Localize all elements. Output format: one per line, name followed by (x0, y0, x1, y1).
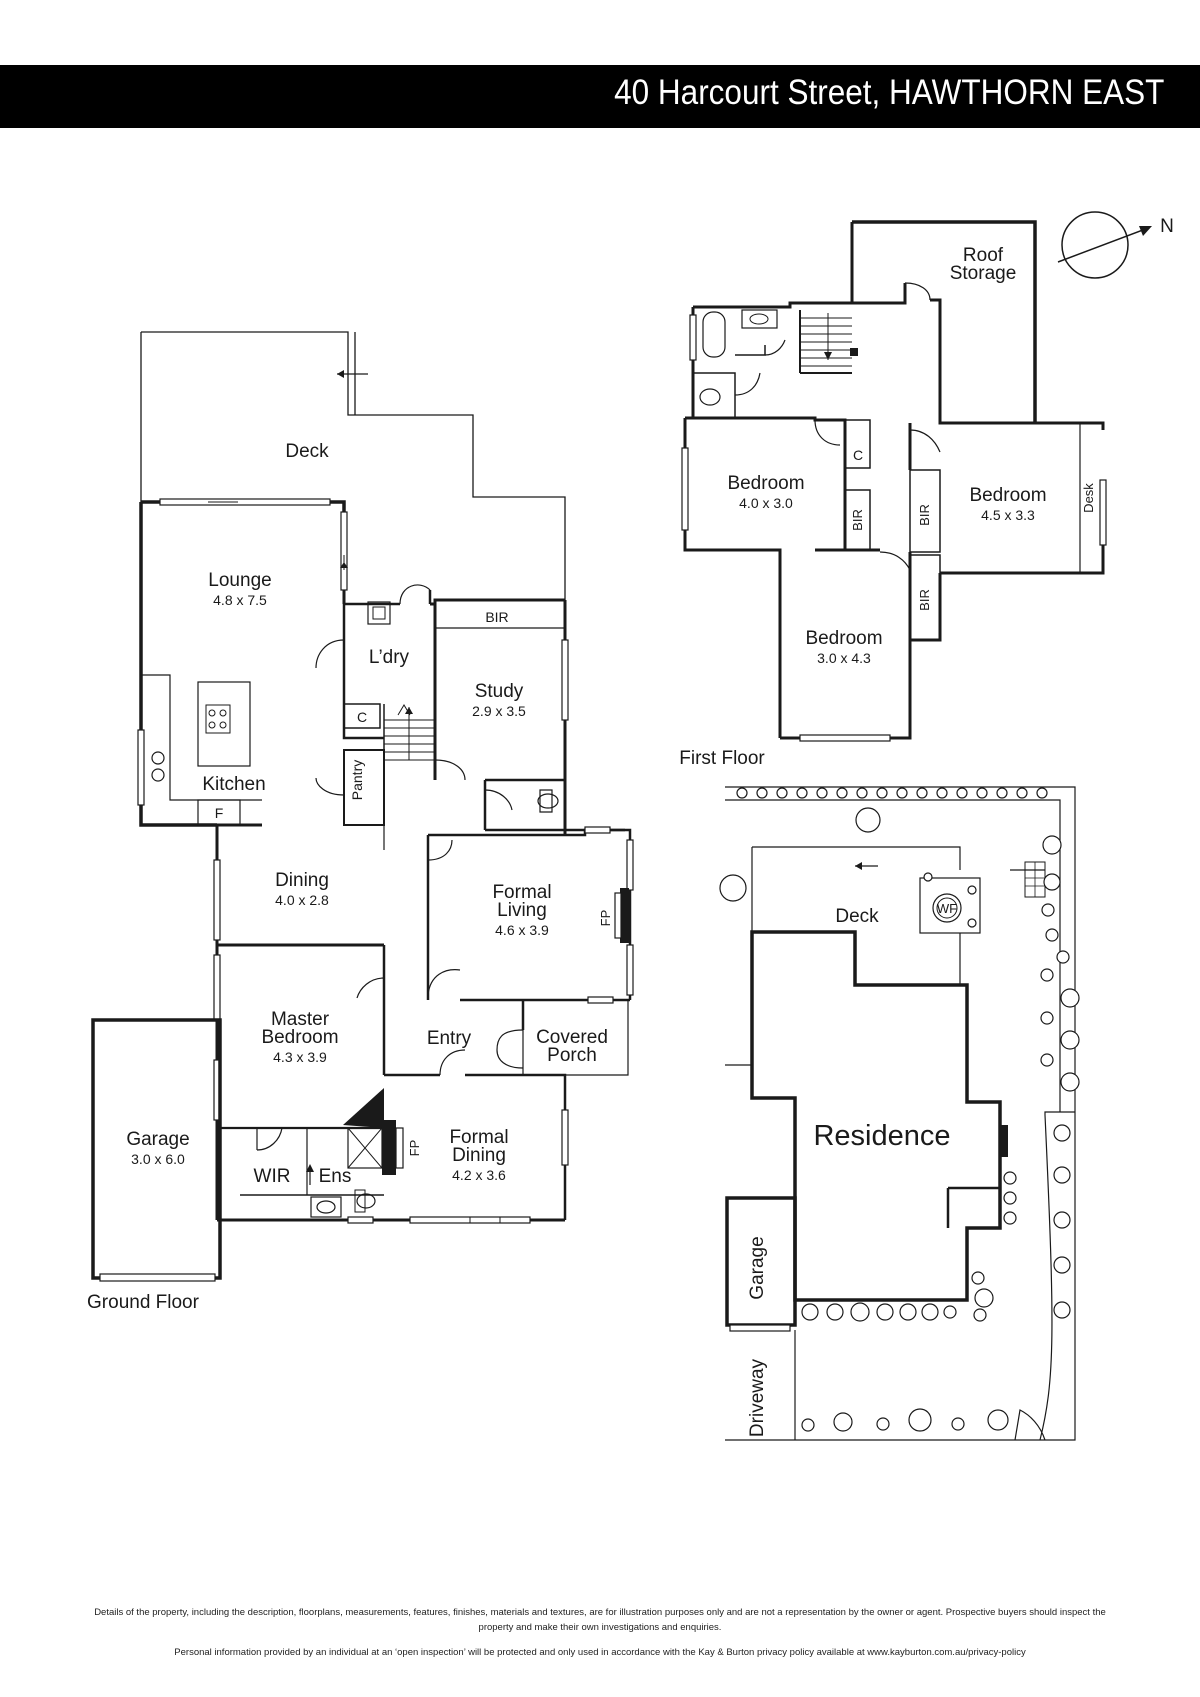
room-dims-formal-living: 4.6 x 3.9 (495, 922, 549, 938)
cupboard-label: C (357, 709, 367, 725)
room-dims-study: 2.9 x 3.5 (472, 703, 526, 719)
desk-label: Desk (1081, 483, 1096, 513)
ground-floor-title: Ground Floor (87, 1292, 200, 1313)
room-label-lounge: Lounge (208, 570, 271, 591)
room-dims-dining: 4.0 x 2.8 (275, 892, 329, 908)
room-dims-formal-dining: 4.2 x 3.6 (452, 1167, 506, 1183)
header-bar: 40 Harcourt Street, HAWTHORN EAST (0, 65, 1200, 128)
bir-label-3: BIR (917, 589, 932, 611)
room-label-master-1: Master (271, 1009, 330, 1030)
room-label-entry: Entry (427, 1028, 472, 1049)
bir-label-2: BIR (917, 504, 932, 526)
site-plan-labels: Deck WF Residence Garage Driveway (747, 901, 957, 1437)
compass-icon (1057, 211, 1152, 279)
room-dims-bedroom-c: 3.0 x 4.3 (817, 650, 871, 666)
room-dims-bedroom-b: 4.5 x 3.3 (981, 507, 1035, 523)
site-trees (719, 787, 1080, 1432)
first-floor-plan (681, 220, 1107, 742)
room-label-garage: Garage (126, 1129, 189, 1150)
room-label-roof-storage-1: Roof (963, 245, 1004, 266)
room-dims-bedroom-a: 4.0 x 3.0 (739, 495, 793, 511)
first-floor-title: First Floor (679, 748, 765, 769)
disclaimer-line-1: Details of the property, including the d… (94, 1607, 1106, 1618)
room-label-formal-living-2: Living (497, 900, 547, 921)
first-floor-labels: Roof Storage Bedroom 4.0 x 3.0 Bedroom 4… (679, 216, 1174, 769)
ground-floor-plan (91, 331, 634, 1282)
fireplace-label-living: FP (598, 910, 613, 927)
room-label-deck: Deck (285, 441, 329, 462)
site-label-residence: Residence (813, 1120, 950, 1152)
site-label-woodfire: WF (937, 901, 957, 916)
room-label-formal-living-1: Formal (492, 882, 551, 903)
fridge-label: F (215, 805, 224, 821)
first-floor-cupboard-label: C (853, 447, 863, 463)
site-label-deck: Deck (835, 906, 879, 927)
room-label-formal-dining-1: Formal (449, 1127, 508, 1148)
bir-label-1: BIR (850, 509, 865, 531)
room-label-porch-1: Covered (536, 1027, 608, 1048)
room-dims-garage: 3.0 x 6.0 (131, 1151, 185, 1167)
room-label-master-2: Bedroom (261, 1027, 338, 1048)
room-label-study: Study (475, 681, 524, 702)
room-label-roof-storage-2: Storage (950, 263, 1017, 284)
site-label-garage: Garage (747, 1236, 768, 1299)
disclaimer: Details of the property, including the d… (40, 1605, 1160, 1635)
room-label-bedroom-b: Bedroom (969, 485, 1046, 506)
room-label-bedroom-c: Bedroom (805, 628, 882, 649)
fireplace-label-dining: FP (407, 1140, 422, 1157)
property-address: 40 Harcourt Street, HAWTHORN EAST (613, 73, 1164, 112)
room-label-wir: WIR (254, 1166, 291, 1187)
compass-north-label: N (1160, 216, 1174, 237)
privacy-note: Personal information provided by an indi… (174, 1647, 1026, 1658)
room-label-laundry: L’dry (369, 647, 410, 668)
room-label-bedroom-a: Bedroom (727, 473, 804, 494)
site-plan (725, 786, 1076, 1441)
study-bir-label: BIR (485, 609, 508, 625)
disclaimer-line-2: property and make their own investigatio… (478, 1622, 722, 1633)
room-label-pantry: Pantry (349, 760, 365, 800)
room-dims-master: 4.3 x 3.9 (273, 1049, 327, 1065)
site-label-driveway: Driveway (747, 1358, 768, 1437)
room-label-kitchen: Kitchen (202, 774, 265, 795)
room-label-dining: Dining (275, 870, 329, 891)
ground-floor-labels: Deck Lounge 4.8 x 7.5 Kitchen F L’dry C … (87, 441, 613, 1313)
room-dims-lounge: 4.8 x 7.5 (213, 592, 267, 608)
room-label-formal-dining-2: Dining (452, 1145, 506, 1166)
room-label-porch-2: Porch (547, 1045, 597, 1066)
room-label-ensuite: Ens (319, 1166, 352, 1187)
